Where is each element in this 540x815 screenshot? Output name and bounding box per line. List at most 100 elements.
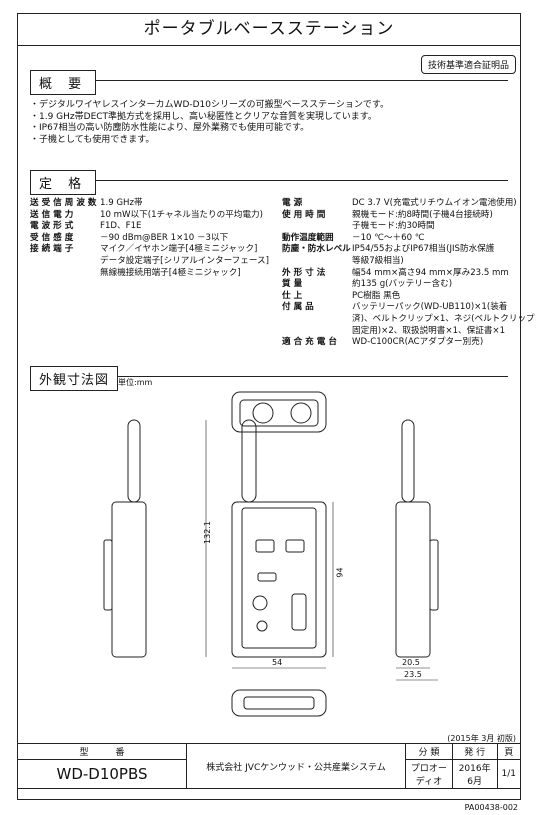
spec-row: 質 量 約135 g(バッテリー含む) [282, 279, 535, 291]
knob-icon [252, 402, 274, 424]
button-left [255, 539, 275, 553]
spec-value: 固定用)×2、取扱説明書×1、保証書×1 [352, 325, 506, 336]
spec-row: 使 用 時 間 親機モード:約8時間(子機4台接続時) [282, 210, 535, 222]
company-name: 株式会社 JVCケンウッド・公共産業システム [186, 743, 406, 789]
overview-list: ・デジタルワイヤレスインターカムWD-D10シリーズの可搬型ベースステーションで… [30, 100, 389, 146]
overview-heading: 概 要 [30, 70, 97, 95]
dims-heading: 外観寸法図 [30, 366, 119, 391]
spec-key: 送 受 信 周 波 数 [30, 198, 97, 208]
spec-value: 10 mW以下(1チャネル当たりの平均電力) [100, 209, 263, 220]
spec-key: 質 量 [282, 279, 303, 290]
spec-row: 無線機接続用端子[4極ミニジャック] [30, 268, 269, 280]
spec-value: 約135 g(バッテリー含む) [352, 279, 453, 290]
spec-key: 電 波 形 式 [30, 221, 74, 232]
spec-row: 電 波 形 式 F1D、F1E [30, 221, 269, 233]
edition-label: (2015年 3月 初版) [447, 734, 516, 743]
spec-row: データ設定端子[シリアルインターフェース] [30, 256, 269, 268]
overview-item: ・1.9 GHz帯DECT準拠方式を採用し、高い秘匿性とクリアな音質を実現してい… [30, 111, 377, 122]
spec-row: 仕 上 PC樹脂 黒色 [282, 291, 535, 303]
spec-row: 電 源 DC 3.7 V(充電式リチウムイオン電池使用) [282, 198, 535, 210]
divider [30, 376, 508, 377]
depth-total-label: 23.5 [404, 670, 422, 679]
status-button [257, 572, 277, 582]
spec-value: バッテリーパック(WD-UB110)×1(装着 [352, 302, 508, 313]
divider [30, 80, 508, 81]
page-frame [17, 13, 521, 800]
spec-key: 付 属 品 [282, 302, 314, 313]
spec-value: DC 3.7 V(充電式リチウムイオン電池使用) [352, 198, 517, 208]
spec-row: 固定用)×2、取扱説明書×1、保証書×1 [282, 326, 535, 338]
issue-header: 発 行 [451, 743, 498, 760]
spec-value: マイク／イヤホン端子[4極ミニジャック] [100, 244, 258, 255]
spec-row: 適 合 充 電 台 WD-C100CR(ACアダプター別売) [282, 337, 535, 349]
top-view [231, 391, 327, 433]
class-header: 分 類 [405, 743, 453, 760]
spec-value: 済)、ベルトクリップ×1、ネジ(ベルトクリップ [352, 313, 535, 324]
spec-value: －10 ℃～＋60 ℃ [352, 232, 425, 243]
spec-key: 受 信 感 度 [30, 232, 74, 243]
spec-value: WD-C100CR(ACアダプター別売) [352, 337, 484, 348]
page-title: ポータブルベースステーション [17, 13, 521, 46]
spec-key: 接 続 端 子 [30, 244, 74, 255]
spec-value: PC樹脂 黒色 [352, 290, 401, 301]
spec-right: 電 源 DC 3.7 V(充電式リチウムイオン電池使用) 使 用 時 間 親機モード:… [282, 198, 535, 349]
spec-key: 電 源 [282, 198, 303, 208]
depth-label: 20.5 [402, 658, 420, 667]
front-view [231, 501, 327, 658]
unit-label: 単位:mm [118, 378, 153, 387]
spec-row: 付 属 品 バッテリーパック(WD-UB110)×1(装着 [282, 302, 535, 314]
select-knob [252, 595, 268, 611]
class-value: プロオーディオ [405, 759, 453, 789]
spec-value: 子機モード:約30時間 [352, 221, 435, 232]
spec-key: 仕 上 [282, 290, 303, 301]
overview-item: ・子機としても使用できます。 [30, 134, 155, 145]
spec-row: 等級7級相当) [282, 256, 535, 268]
spec-key: 外 形 寸 法 [282, 267, 326, 278]
spec-row: 外 形 寸 法 幅54 mm×高さ94 mm×厚み23.5 mm [282, 268, 535, 280]
spec-value: F1D、F1E [100, 221, 142, 232]
bottom-view [231, 689, 327, 717]
spec-key: 送 信 電 力 [30, 209, 74, 220]
document-number: PA00438-002 [464, 803, 518, 812]
model-header: 型 番 [17, 743, 187, 760]
spec-row: 子機モード:約30時間 [282, 221, 535, 233]
model-number: WD-D10PBS [17, 759, 187, 789]
spec-value: 1.9 GHz帯 [100, 198, 143, 208]
volume-buttons [291, 593, 307, 631]
page-header: 頁 [496, 743, 521, 760]
spec-heading: 定 格 [30, 170, 97, 195]
spec-key: 適 合 充 電 台 [282, 337, 337, 348]
overview-item: ・IP67相当の高い防塵防水性能により、屋外業務でも使用可能です。 [30, 123, 310, 133]
spec-value: 等級7級相当) [352, 255, 404, 266]
spec-key: 防塵・防水レベル [282, 244, 351, 255]
divider [30, 180, 508, 181]
overview-item: ・デジタルワイヤレスインターカムWD-D10シリーズの可搬型ベースステーションで… [30, 100, 390, 110]
antenna [241, 419, 257, 503]
spec-value: IP54/55およびIP67相当(JIS防水保護 [352, 244, 495, 255]
title-block: 型 番 株式会社 JVCケンウッド・公共産業システム 分 類 発 行 頁 WD-… [17, 743, 521, 789]
spec-value: 親機モード:約8時間(子機4台接続時) [352, 209, 493, 220]
spec-row: 済)、ベルトクリップ×1、ネジ(ベルトクリップ [282, 314, 535, 326]
spec-row: 動作温度範囲 －10 ℃～＋60 ℃ [282, 233, 535, 245]
spec-value: －90 dBm@BER 1×10 －3以下 [100, 232, 229, 243]
spec-row: 送 信 電 力 10 mW以下(1チャネル当たりの平均電力) [30, 210, 269, 222]
height-body-label: 94 [335, 567, 345, 578]
page-number: 1/1 [496, 759, 521, 789]
spec-value: 無線機接続用端子[4極ミニジャック] [100, 267, 241, 278]
jack-icon [256, 620, 268, 632]
width-label: 54 [272, 658, 283, 667]
spec-key: 使 用 時 間 [282, 209, 326, 220]
height-overall-label: 132.1 [202, 521, 212, 544]
side-view-right [395, 501, 431, 658]
knob-icon [290, 402, 312, 424]
spec-row: 受 信 感 度 －90 dBm@BER 1×10 －3以下 [30, 233, 269, 245]
spec-value: 幅54 mm×高さ94 mm×厚み23.5 mm [352, 267, 509, 278]
spec-value: データ設定端子[シリアルインターフェース] [100, 255, 269, 266]
spec-key: 動作温度範囲 [282, 232, 334, 243]
side-view-left [111, 501, 147, 658]
certification-badge: 技術基準適合証明品 [420, 55, 516, 74]
issue-date: 2016年6月 [451, 759, 498, 789]
